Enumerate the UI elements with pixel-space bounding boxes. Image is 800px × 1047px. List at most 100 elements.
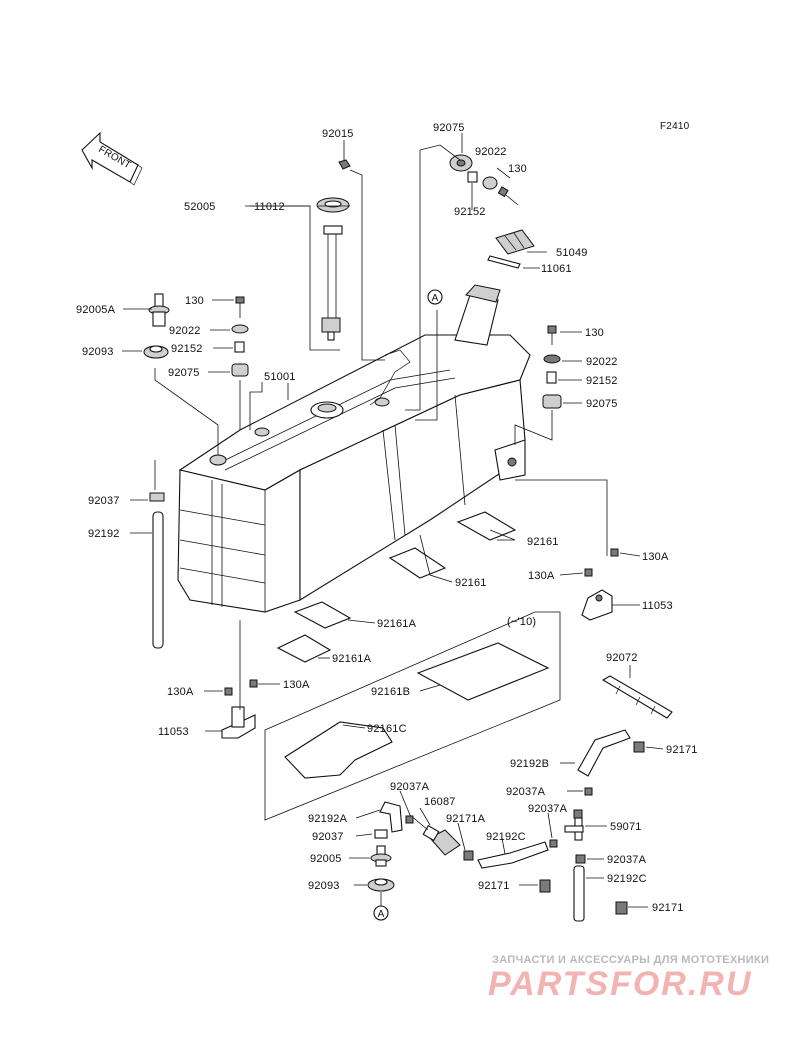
collar-92152-top [467, 171, 478, 183]
callout: 92037A [528, 803, 568, 815]
figure-code: F2410 [660, 121, 690, 132]
callout: 92161A [377, 618, 417, 630]
callout: 92093 [82, 346, 114, 358]
washer-92022-left [231, 324, 249, 334]
watermark-tagline: ЗАПЧАСТИ И АКСЕССУАРЫ ДЛЯ МОТОТЕХНИКИ [492, 954, 769, 966]
callout: 92075 [586, 398, 618, 410]
callout: 92005A [76, 304, 116, 316]
pad-92161A-lower [276, 634, 332, 663]
callout: (~'10) [507, 616, 536, 628]
pad-92161-upper [456, 511, 517, 541]
clamp-92171-b [539, 879, 551, 893]
leader-lines [122, 133, 664, 908]
clamp-92037A-b [405, 815, 414, 824]
callout: 92075 [168, 367, 200, 379]
callout: 92075 [433, 122, 465, 134]
strap-92072 [601, 675, 673, 719]
kit-box-10 [264, 611, 561, 821]
clamp-92171-c [615, 901, 628, 915]
callout: 92161A [332, 653, 372, 665]
grommet-92005A [148, 293, 170, 327]
callout: 92037 [88, 495, 120, 507]
reference-mark-a-bottom: A [373, 905, 389, 921]
callout: 92161C [367, 723, 407, 735]
collar-92152-right [546, 371, 557, 384]
callout: 51049 [556, 247, 588, 259]
svg-text:A: A [378, 909, 385, 920]
grommet-92075-top [449, 154, 473, 172]
pad-92161C [284, 721, 393, 779]
clamp-92037A-d [575, 854, 586, 864]
callout: 51001 [264, 371, 296, 383]
callout: 92171 [652, 902, 684, 914]
callout: 92152 [586, 375, 618, 387]
pad-92161B [416, 642, 550, 701]
callout: 130A [528, 570, 555, 582]
strip-11061 [487, 255, 521, 269]
bolt-130-right [547, 325, 557, 345]
callout: 92022 [475, 146, 507, 158]
callout: 92192A [308, 813, 348, 825]
callout: 92192C [607, 873, 647, 885]
watermark: ЗАПЧАСТИ И АКСЕССУАРЫ ДЛЯ МОТОТЕХНИКИ PA… [488, 954, 769, 1003]
callout: 130A [283, 679, 310, 691]
clamp-92037A-c [549, 839, 558, 848]
bolt-130-top [497, 186, 519, 206]
callout: 92093 [308, 880, 340, 892]
callout: 52005 [184, 201, 216, 213]
callout: 92072 [606, 652, 638, 664]
clamp-92037A-a [584, 787, 593, 796]
hose-92192A [379, 801, 403, 833]
callout: 92171 [478, 880, 510, 892]
callout: 92037A [390, 781, 430, 793]
callout: 130 [508, 163, 527, 175]
callout: 92037 [312, 831, 344, 843]
washer-92022-right [543, 354, 561, 364]
bracket-11053-right [581, 548, 619, 621]
nut-92015 [338, 159, 351, 170]
bracket-11053-left [221, 679, 258, 739]
callout: 16087 [424, 796, 456, 808]
pad-51049 [495, 229, 535, 255]
damper-92093 [143, 345, 169, 359]
pad-92161-lower [388, 547, 447, 579]
bolt-130-left [235, 296, 245, 318]
gasket-11012 [316, 197, 350, 213]
callout: 130A [642, 551, 669, 563]
callout: 92037A [607, 854, 647, 866]
callout: 92005 [310, 853, 342, 865]
callout: 11053 [158, 726, 189, 738]
callout: 130 [185, 295, 204, 307]
grommet-92075-right [542, 394, 562, 409]
hose-92192C-right [573, 865, 585, 922]
joint-59071 [564, 809, 584, 841]
callout: 92171 [666, 744, 698, 756]
fuel-sender-52005 [321, 225, 343, 341]
pad-92161A-upper [293, 601, 352, 629]
callout: 130A [167, 686, 194, 698]
callout: 92022 [169, 325, 201, 337]
grommet-92075-left [231, 363, 249, 377]
grommet-92005 [370, 845, 392, 867]
fuel-tank-51001 [177, 284, 531, 613]
callout-labels: 92015 92075 92022 130 92152 52005 11012 … [76, 122, 698, 914]
callout: 11012 [254, 201, 285, 213]
callout: 92192B [510, 758, 549, 770]
hose-92192 [152, 511, 164, 649]
callout: 92171A [446, 813, 486, 825]
callout: 11053 [642, 600, 673, 612]
callout: 92161 [527, 536, 559, 548]
callout: 92152 [454, 206, 486, 218]
callout: 59071 [610, 821, 642, 833]
callout: 130 [585, 327, 604, 339]
callout: 92192 [88, 528, 120, 540]
callout: 92161B [371, 686, 410, 698]
collar-92152-left [234, 341, 245, 353]
front-arrow-icon: FRONT [81, 131, 143, 186]
damper-92093-bottom [367, 878, 395, 892]
hose-92192C-left [477, 841, 549, 869]
washer-92022-top [482, 176, 498, 190]
callout: 92161 [455, 577, 487, 589]
clamp-92171A [463, 850, 474, 861]
